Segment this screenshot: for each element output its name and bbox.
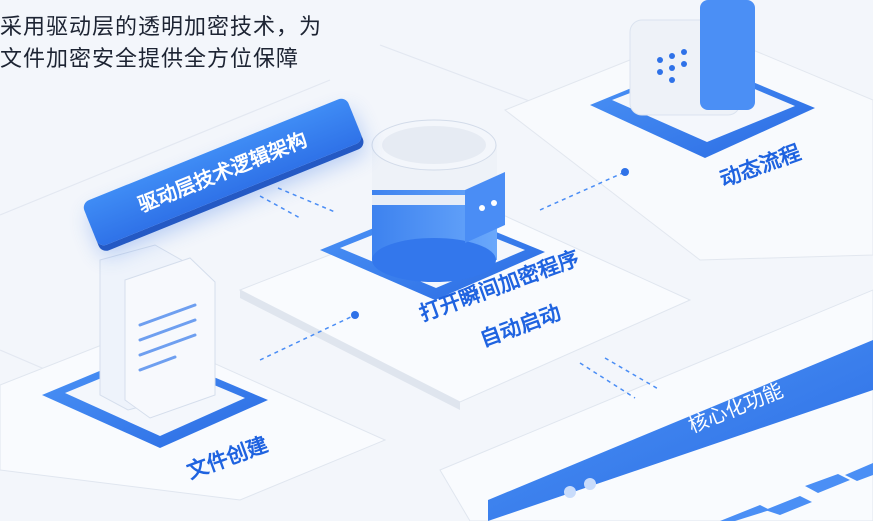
headline-line-1: 采用驱动层的透明加密技术，为 bbox=[0, 15, 323, 40]
core-function-board bbox=[439, 289, 873, 521]
connector-dot bbox=[621, 168, 629, 176]
connector-dot bbox=[351, 311, 359, 319]
headline: 采用驱动层的透明加密技术，为 文件加密安全提供全方位保障 bbox=[0, 12, 322, 76]
database-icon bbox=[371, 119, 505, 282]
dashed-connectors bbox=[259, 171, 661, 399]
keypad-dots-icon bbox=[657, 49, 687, 83]
headline-line-2: 文件加密安全提供全方位保障 bbox=[0, 47, 300, 72]
file-create-board bbox=[0, 244, 387, 501]
bar-chart-icon bbox=[720, 463, 873, 521]
dynamic-flow-board bbox=[503, 0, 873, 261]
auto-start-board bbox=[238, 119, 692, 410]
document-icon bbox=[99, 244, 216, 419]
